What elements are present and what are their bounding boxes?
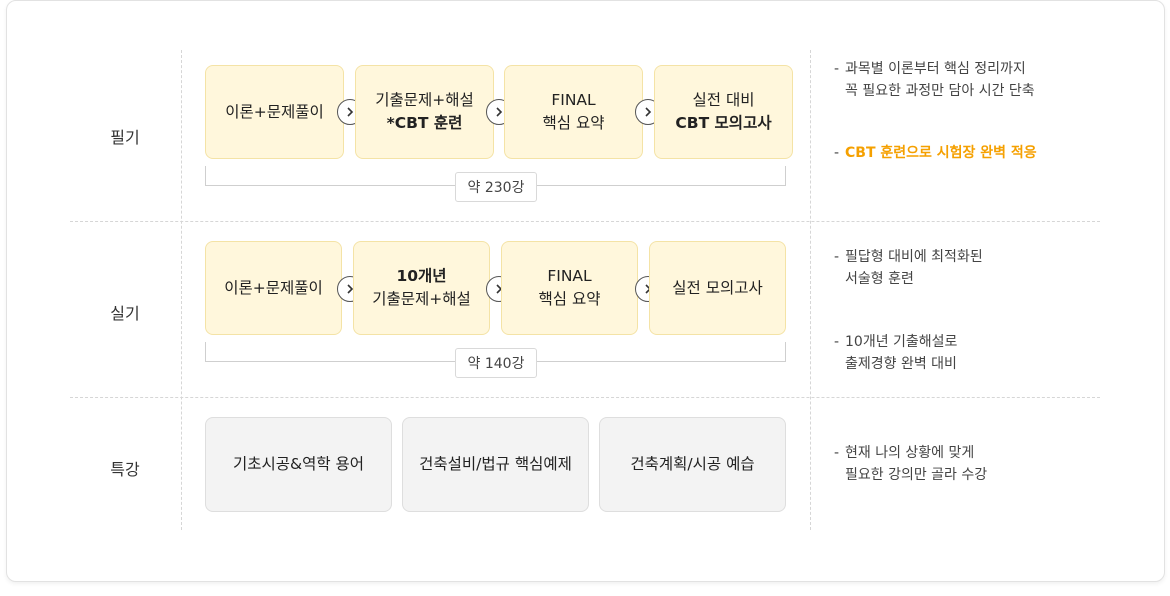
step-text: FINAL: [551, 91, 596, 109]
lecture-count-badge: 약 140강: [455, 348, 537, 378]
step-box: 실전 모의고사: [649, 241, 786, 335]
step-text: 기초시공&역학 용어: [232, 455, 365, 473]
special-lecture-box: 기초시공&역학 용어: [205, 417, 392, 512]
step-text: 기출문제+해설: [375, 91, 474, 109]
lecture-count-badge: 약 230강: [455, 172, 537, 202]
step-text: 실전 대비: [692, 91, 755, 109]
step-box: 이론+문제풀이: [205, 241, 342, 335]
feature-note: -현재 나의 상황에 맞게 필요한 강의만 골라 수강: [834, 445, 988, 483]
step-text: 이론+문제풀이: [225, 102, 324, 121]
feature-note: -과목별 이론부터 핵심 정리까지 꼭 필요한 과정만 담아 시간 단축: [834, 61, 1035, 99]
row-label-written: 필기: [110, 128, 140, 147]
step-text: 이론+문제풀이: [224, 278, 323, 297]
step-text: 건축설비/법규 핵심예제: [419, 455, 572, 473]
feature-note-highlight: -CBT 훈련으로 시험장 완벽 적응: [834, 145, 1037, 161]
row-label-special: 특강: [110, 460, 140, 479]
special-lecture-box: 건축설비/법규 핵심예제: [402, 417, 589, 512]
row-divider-2: [70, 397, 1100, 398]
step-text: 기출문제+해설: [372, 290, 471, 308]
step-box: 실전 대비 CBT 모의고사: [654, 65, 793, 159]
column-divider-left: [181, 50, 182, 530]
step-text-bold: CBT 모의고사: [675, 114, 772, 132]
special-lecture-box: 건축계획/시공 예습: [599, 417, 786, 512]
step-text: 핵심 요약: [538, 290, 601, 308]
step-box: 기출문제+해설 *CBT 훈련: [355, 65, 494, 159]
step-text: 실전 모의고사: [672, 278, 763, 297]
feature-note: -10개년 기출해설로 출제경향 완벽 대비: [834, 334, 958, 372]
step-text-bold: 10개년: [396, 267, 447, 285]
row-label-practical: 실기: [110, 304, 140, 323]
step-box: FINAL 핵심 요약: [504, 65, 643, 159]
step-text-bold: *CBT 훈련: [386, 114, 463, 132]
step-box: 10개년 기출문제+해설: [353, 241, 490, 335]
step-text: FINAL: [547, 267, 592, 285]
step-box: FINAL 핵심 요약: [501, 241, 638, 335]
feature-note: -필답형 대비에 최적화된 서술형 훈련: [834, 249, 983, 287]
step-box: 이론+문제풀이: [205, 65, 344, 159]
step-text: 핵심 요약: [542, 114, 605, 132]
column-divider-right: [810, 50, 811, 530]
step-text: 건축계획/시공 예습: [630, 455, 755, 473]
row-divider-1: [70, 221, 1100, 222]
